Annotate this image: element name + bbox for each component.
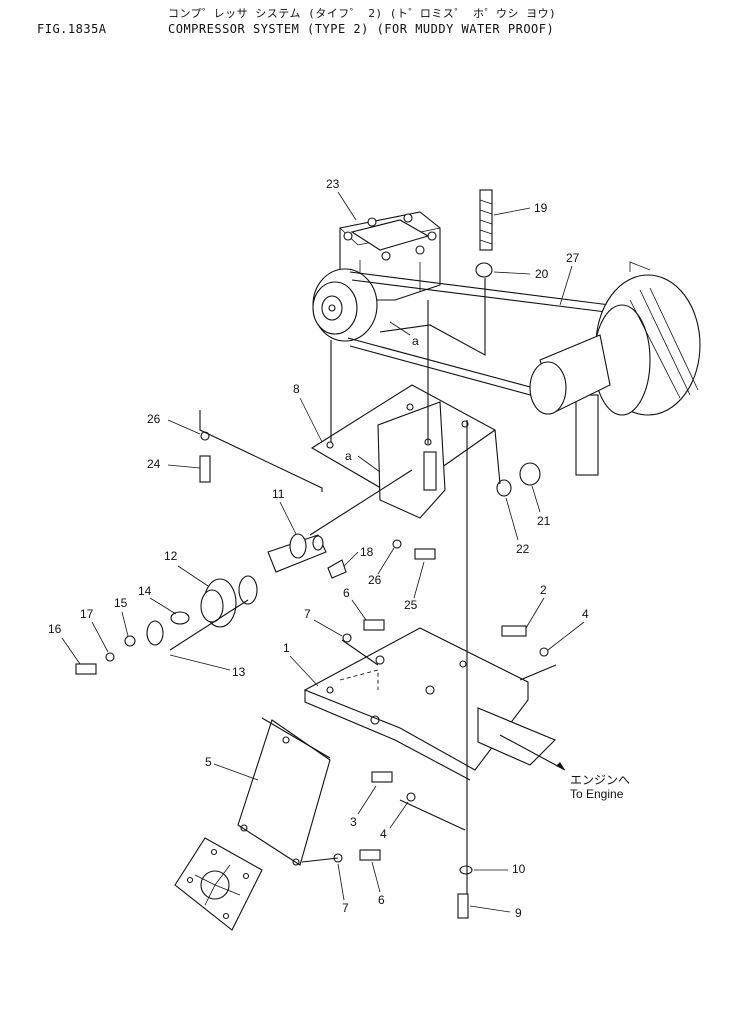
drive-cylinder: [529, 334, 611, 415]
arrow-head-icon: [556, 762, 565, 770]
idler-pulley: [105, 575, 258, 662]
callout-12: 12: [164, 549, 178, 563]
side-bracket: [237, 719, 331, 866]
callout-3: 3: [350, 815, 357, 829]
callout-5: 5: [205, 755, 212, 769]
title-japanese: コンプ゜レッサ システム (タイフ゜ 2) (ト゜ロミス゜ ホ゜ウシ ヨウ): [168, 7, 557, 20]
callout-26-upper: 26: [147, 412, 161, 426]
title-english: COMPRESSOR SYSTEM (TYPE 2) (FOR MUDDY WA…: [168, 22, 555, 36]
callout-21: 21: [537, 514, 551, 528]
callout-19: 19: [534, 201, 548, 215]
v-belt: [347, 271, 611, 403]
marker-a-lower: a: [345, 449, 352, 463]
callout-6-upper: 6: [343, 586, 350, 600]
callout-13: 13: [232, 665, 246, 679]
figure-id: FIG.1835A: [37, 22, 107, 36]
engine-pulley: [575, 261, 701, 476]
callout-18: 18: [360, 545, 374, 559]
callout-2: 2: [540, 583, 547, 597]
flange-plate: [174, 837, 263, 931]
engine-label-en: To Engine: [570, 787, 624, 801]
idler-shaft: [267, 533, 327, 573]
to-engine-arrow: [499, 734, 566, 771]
assembly-lines: [169, 278, 557, 894]
callout-16: 16: [48, 622, 62, 636]
compressor-pulley: [312, 268, 378, 342]
callout-22: 22: [516, 542, 530, 556]
callout-14: 14: [138, 584, 152, 598]
callout-8: 8: [293, 382, 300, 396]
callout-9: 9: [515, 906, 522, 920]
base-plate: [303, 627, 556, 781]
callout-23: 23: [326, 177, 340, 191]
engine-label-jp: エンジンへ: [570, 773, 630, 787]
callout-20: 20: [535, 267, 549, 281]
callout-labels: 23 19 20 27 8 26 24 11 18 26 25 21 22 12…: [48, 177, 589, 920]
callout-1: 1: [283, 641, 290, 655]
callout-10: 10: [512, 862, 526, 876]
callout-25: 25: [404, 598, 418, 612]
fasteners: [75, 189, 549, 919]
callout-4-lower: 4: [380, 827, 387, 841]
callout-11: 11: [272, 487, 285, 501]
callout-17: 17: [80, 607, 94, 621]
callout-24: 24: [147, 457, 161, 471]
callout-26-lower: 26: [368, 573, 382, 587]
callout-6-lower: 6: [378, 893, 385, 907]
callout-7-lower: 7: [342, 901, 349, 915]
callout-4-upper: 4: [582, 607, 589, 621]
callout-15: 15: [114, 596, 128, 610]
callout-27: 27: [566, 251, 580, 265]
callout-7-upper: 7: [304, 607, 311, 621]
marker-a-upper: a: [412, 334, 419, 348]
